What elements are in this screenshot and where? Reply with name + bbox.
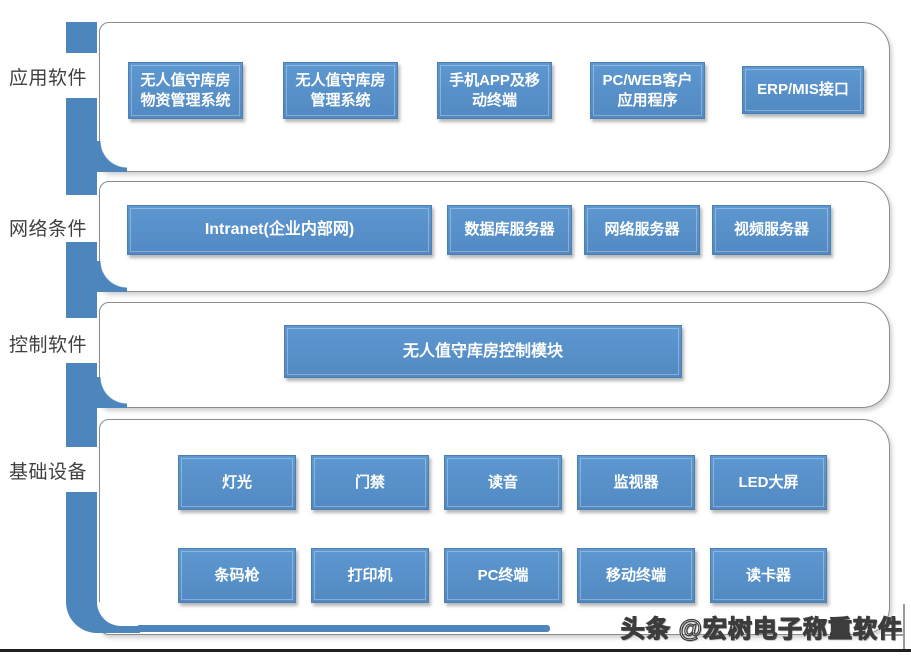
connector-fillet: [97, 141, 127, 172]
connector-bottom-line: [138, 625, 550, 632]
frame-bottom-line: [0, 649, 911, 652]
connector-elbow: [66, 602, 140, 633]
node-warehouse-control-module: 无人值守库房控制模块: [284, 325, 682, 378]
node-pc-web-client-app: PC/WEB客户 应用程序: [590, 62, 705, 119]
layer-label-network: 网络条件: [8, 219, 87, 240]
bottom-border-extension: [885, 634, 905, 636]
node-warehouse-material-mgmt-system: 无人值守库房 物资管理系统: [128, 62, 243, 119]
node-mobile-app-terminal: 手机APP及移 动终端: [437, 62, 552, 119]
connector-bar-segment: [66, 242, 97, 318]
node-video-server: 视频服务器: [712, 205, 831, 255]
node-network-server: 网络服务器: [584, 205, 700, 255]
node-lighting: 灯光: [178, 455, 296, 510]
node-warehouse-mgmt-system: 无人值守库房 管理系统: [283, 62, 398, 119]
node-database-server: 数据库服务器: [447, 205, 572, 255]
layer-label-devices: 基础设备: [8, 462, 87, 483]
watermark-text: 头条 @宏树电子称重软件: [620, 615, 903, 643]
connector-bar-segment: [66, 22, 97, 53]
connector-fillet: [97, 377, 127, 408]
connector-bar-segment: [66, 98, 97, 195]
connector-bar-segment: [66, 363, 97, 447]
connector-bar-segment: [66, 492, 97, 602]
layer-label-control: 控制软件: [8, 335, 87, 356]
node-barcode-gun: 条码枪: [178, 548, 296, 603]
node-monitor: 监视器: [577, 455, 695, 510]
node-audio: 读音: [444, 455, 562, 510]
node-access-control: 门禁: [311, 455, 429, 510]
node-erp-mis-interface: ERP/MIS接口: [742, 66, 864, 114]
node-printer: 打印机: [311, 548, 429, 603]
node-pc-terminal: PC终端: [444, 548, 562, 603]
node-card-reader: 读卡器: [710, 548, 827, 603]
node-led-screen: LED大屏: [710, 455, 827, 510]
connector-elbow-carve: [97, 602, 140, 626]
node-intranet: Intranet(企业内部网): [127, 205, 432, 255]
frame-right-line: [903, 604, 905, 650]
node-mobile-terminal: 移动终端: [577, 548, 695, 603]
connector-fillet: [97, 261, 127, 292]
layer-label-application: 应用软件: [8, 68, 87, 89]
